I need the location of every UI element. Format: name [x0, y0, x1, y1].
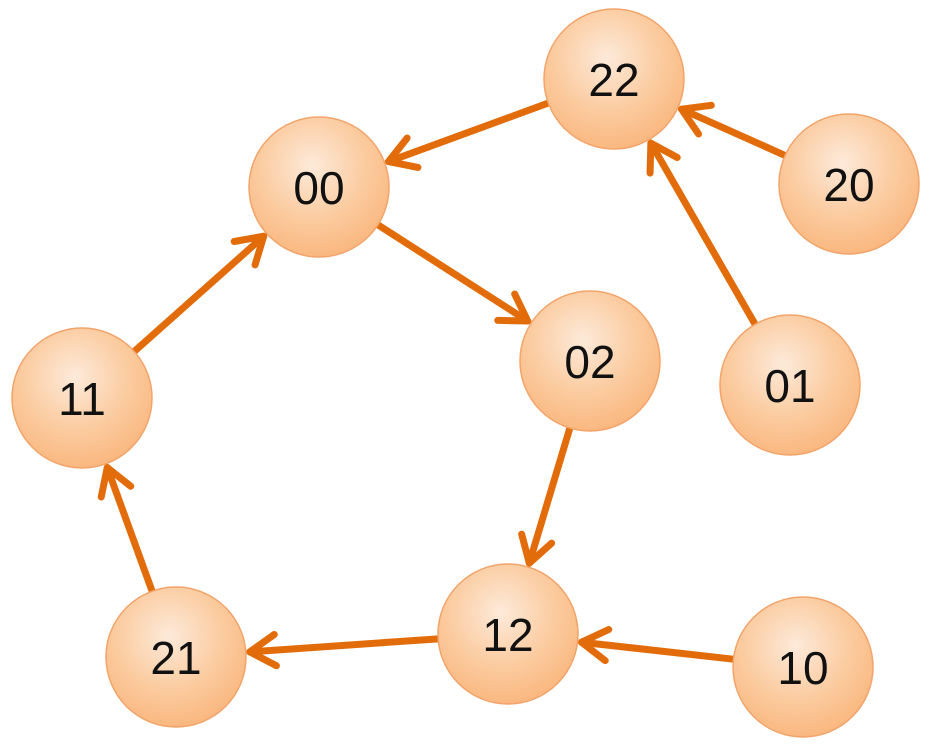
edge-10-to-12: [578, 625, 739, 665]
edge-line: [578, 638, 739, 663]
edge-01-to-22: [646, 139, 760, 330]
nodes: 22 00 20 11 02 01 12 10 21: [11, 8, 920, 738]
edge-12-to-21: [246, 630, 444, 670]
node-02: 02: [519, 290, 661, 432]
node-01: 01: [719, 314, 861, 456]
node-00: 00: [248, 116, 390, 258]
edge-line: [246, 635, 444, 656]
node-circle: [248, 116, 390, 258]
arrowhead-icon: [646, 139, 681, 177]
node-21: 21: [105, 586, 247, 728]
node-circle: [437, 563, 579, 705]
edge-line: [525, 422, 574, 567]
edges: [97, 98, 791, 670]
node-label: 02: [564, 336, 615, 388]
edge-line: [647, 139, 760, 330]
node-circle: [732, 596, 874, 738]
node-12: 12: [437, 563, 579, 705]
edge-line: [372, 220, 532, 325]
edge-02-to-12: [518, 422, 574, 567]
arrowhead-icon: [678, 101, 715, 138]
node-label: 01: [764, 360, 815, 412]
edge-line: [103, 464, 157, 597]
arrowhead-icon: [384, 134, 422, 171]
edge-22-to-00: [384, 98, 554, 171]
node-11: 11: [11, 327, 153, 469]
node-circle: [519, 290, 661, 432]
edge-line: [384, 98, 554, 166]
node-circle: [543, 8, 685, 150]
node-label: 22: [588, 54, 639, 106]
edge-11-to-00: [129, 232, 268, 357]
node-circle: [105, 586, 247, 728]
edge-21-to-11: [97, 464, 157, 597]
node-10: 10: [732, 596, 874, 738]
edge-00-to-02: [372, 220, 532, 325]
node-label: 00: [293, 162, 344, 214]
node-circle: [11, 327, 153, 469]
edge-20-to-22: [678, 101, 791, 160]
node-label: 20: [823, 159, 874, 211]
node-label: 11: [58, 373, 106, 425]
arrowhead-icon: [246, 630, 280, 670]
edge-line: [129, 232, 268, 357]
node-label: 21: [150, 632, 201, 684]
node-label: 10: [777, 642, 828, 694]
node-20: 20: [778, 113, 920, 255]
node-circle: [719, 314, 861, 456]
arrowhead-icon: [494, 290, 532, 325]
node-label: 12: [482, 609, 533, 661]
node-22: 22: [543, 8, 685, 150]
arrowhead-icon: [578, 625, 613, 665]
edge-line: [678, 105, 791, 160]
arrowhead-icon: [518, 530, 556, 567]
arrowhead-icon: [97, 464, 135, 501]
node-circle: [778, 113, 920, 255]
arrowhead-icon: [230, 232, 268, 269]
